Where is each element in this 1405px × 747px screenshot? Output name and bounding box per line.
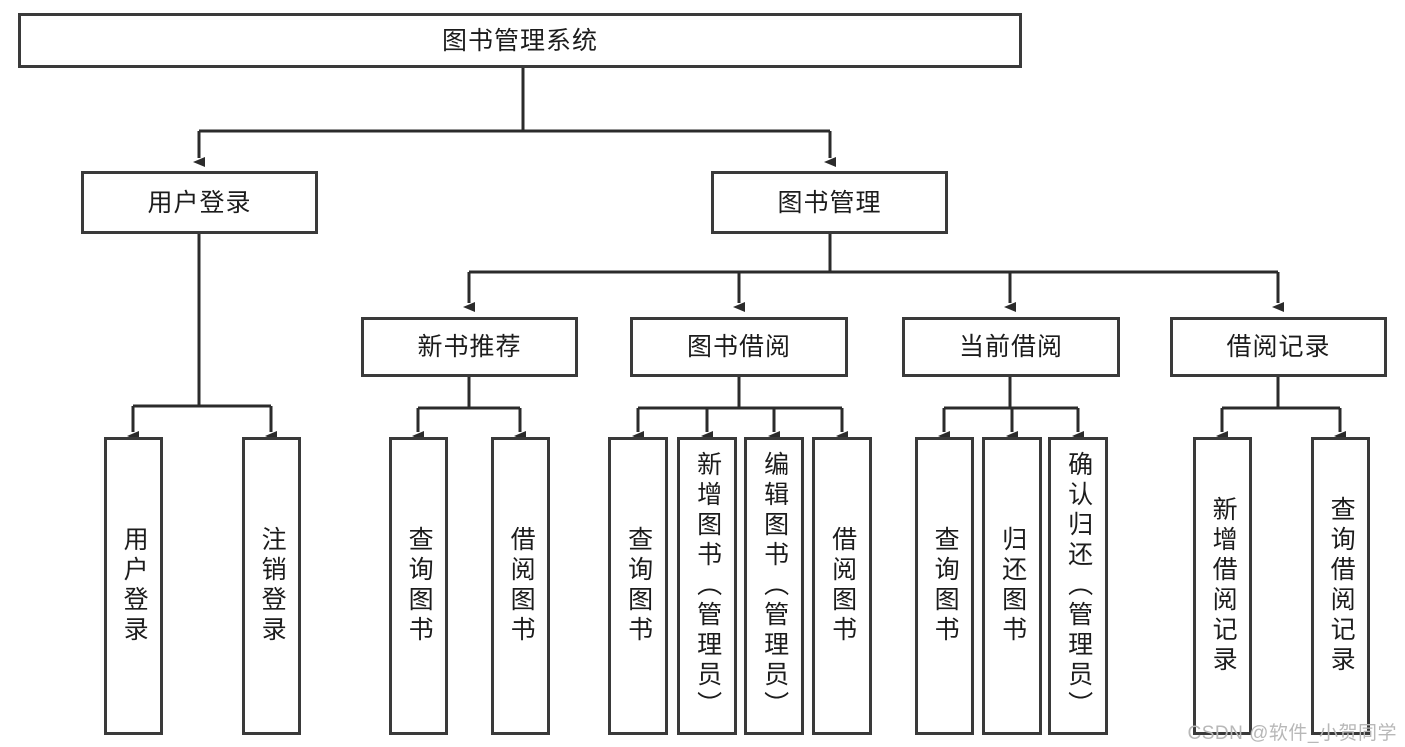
node-label: 查询借阅记录 bbox=[1327, 496, 1356, 676]
node-user-login[interactable]: 用户登录 bbox=[81, 171, 318, 234]
leaf-current-query-book[interactable]: 查询图书 bbox=[915, 437, 974, 735]
node-label: 编辑图书（管理员） bbox=[760, 451, 789, 721]
leaf-user-login-login[interactable]: 用户登录 bbox=[104, 437, 163, 735]
node-label: 查询图书 bbox=[405, 526, 434, 646]
node-label: 新增借阅记录 bbox=[1209, 496, 1238, 676]
csdn-watermark: CSDN @软件_小贺同学 bbox=[1187, 723, 1397, 744]
leaf-record-query[interactable]: 查询借阅记录 bbox=[1311, 437, 1370, 735]
node-label: 查询图书 bbox=[931, 526, 960, 646]
node-label: 查询图书 bbox=[624, 526, 653, 646]
leaf-new-book-query[interactable]: 查询图书 bbox=[389, 437, 448, 735]
node-label: 注销登录 bbox=[258, 526, 287, 646]
node-root-system[interactable]: 图书管理系统 bbox=[18, 13, 1022, 68]
leaf-user-login-logout[interactable]: 注销登录 bbox=[242, 437, 301, 735]
node-label: 图书管理系统 bbox=[441, 26, 598, 55]
node-label: 新增图书（管理员） bbox=[693, 451, 722, 721]
node-current-borrow[interactable]: 当前借阅 bbox=[902, 317, 1120, 377]
leaf-record-add[interactable]: 新增借阅记录 bbox=[1193, 437, 1252, 735]
node-new-book-recommend[interactable]: 新书推荐 bbox=[361, 317, 578, 377]
node-label: 借阅图书 bbox=[507, 526, 536, 646]
node-book-borrow[interactable]: 图书借阅 bbox=[630, 317, 848, 377]
node-label: 当前借阅 bbox=[958, 333, 1063, 361]
node-label: 归还图书 bbox=[998, 526, 1027, 646]
leaf-new-book-borrow[interactable]: 借阅图书 bbox=[491, 437, 550, 735]
leaf-borrow-edit-book[interactable]: 编辑图书（管理员） bbox=[744, 437, 804, 735]
leaf-borrow-borrow-book[interactable]: 借阅图书 bbox=[812, 437, 872, 735]
node-label: 图书管理 bbox=[777, 188, 882, 217]
node-label: 借阅图书 bbox=[828, 526, 857, 646]
leaf-borrow-add-book[interactable]: 新增图书（管理员） bbox=[677, 437, 737, 735]
node-label: 借阅记录 bbox=[1226, 333, 1331, 361]
leaf-borrow-query-book[interactable]: 查询图书 bbox=[608, 437, 668, 735]
leaf-current-return-book[interactable]: 归还图书 bbox=[982, 437, 1042, 735]
node-label: 用户登录 bbox=[120, 526, 149, 646]
node-book-management[interactable]: 图书管理 bbox=[711, 171, 948, 234]
node-label: 图书借阅 bbox=[686, 333, 791, 361]
node-label: 用户登录 bbox=[147, 188, 252, 217]
node-label: 确认归还（管理员） bbox=[1064, 451, 1093, 721]
leaf-current-confirm-return[interactable]: 确认归还（管理员） bbox=[1048, 437, 1108, 735]
node-label: 新书推荐 bbox=[417, 333, 522, 361]
node-borrow-record[interactable]: 借阅记录 bbox=[1170, 317, 1387, 377]
